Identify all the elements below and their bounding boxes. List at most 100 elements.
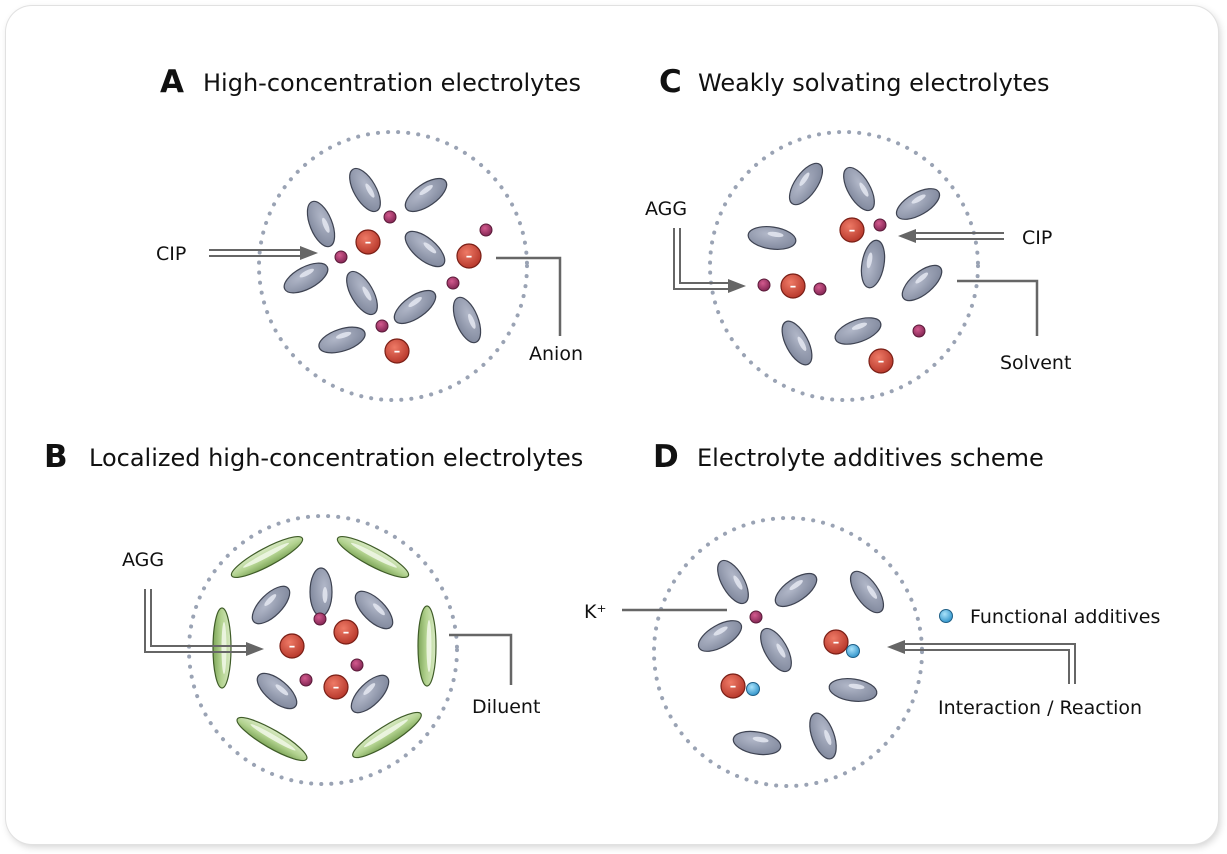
minus-sign: – [849,224,856,239]
diluent-molecule [230,536,304,578]
solvent-molecule [774,572,818,608]
cation [313,612,327,626]
solvent-molecule [788,162,824,206]
agg-label: AGG [122,549,164,571]
anion: – [823,629,849,655]
panel-a-title: High-concentration electrolytes [203,69,581,97]
solvent-molecule [404,177,448,213]
solvent-molecule [256,672,298,710]
solvent-molecule [828,678,878,702]
solvent-molecule [697,620,743,652]
solvent-molecule [760,627,792,673]
solvent-molecule [895,188,941,220]
panel-b: – – – AGG Diluent [122,514,540,786]
electrolyte-diagram: A High-concentration electrolytes C Weak… [44,64,1160,788]
solvent-molecule [306,200,336,248]
functional-additive [746,682,760,696]
functional-additive-legend-icon [939,609,953,623]
agg-arrow [673,228,746,293]
solvent-molecule [350,674,390,714]
panel-a-letter: A [160,64,184,100]
minus-sign: – [333,681,340,696]
diluent-molecule [212,607,232,689]
anion-leader-line [496,256,562,336]
solvent-molecule [346,270,378,316]
anion: – [868,348,894,374]
minus-sign: – [289,640,296,655]
panel-b-title: Localized high-concentration electrolyte… [89,444,583,472]
minus-sign: – [466,250,473,265]
panel-c-letter: C [659,64,682,100]
functional-additive [846,644,860,658]
anion: – [323,674,349,700]
solvent-molecule [318,326,366,354]
minus-sign: – [833,636,840,651]
diluent-molecule [236,716,308,762]
solvent-molecule [781,320,813,366]
solvent-molecules [283,167,482,354]
anion: – [279,633,305,659]
solvent-molecule [404,230,446,268]
cation [757,278,771,292]
solvent-molecule [843,166,875,212]
anion: – [456,243,482,269]
solvent-molecule [849,570,885,614]
solvent-label: Solvent [1000,352,1071,374]
anion: – [720,673,746,699]
interaction-reaction-label: Interaction / Reaction [938,697,1142,719]
cip-label: CIP [1022,227,1052,249]
diluent-molecules [212,536,437,762]
solvent-molecule [717,559,749,605]
solvent-molecule [901,264,943,302]
minus-sign: – [730,680,737,695]
cip-arrow [898,229,1004,243]
panel-d-letter: D [653,439,679,475]
solvent-molecule [452,296,482,344]
solvent-molecule [860,239,886,289]
interaction-arrow [887,640,1076,684]
cip-arrow [209,246,318,260]
cation [383,210,397,224]
solvent-molecule [354,590,394,630]
solvation-boundary [187,514,459,786]
solvation-boundary [652,516,924,788]
cation [446,276,460,290]
anion: – [333,619,359,645]
panel-c-title: Weakly solvating electrolytes [698,69,1050,97]
diluent-leader-line [449,633,513,685]
minus-sign: – [878,355,885,370]
cation [299,673,313,687]
anion-label: Anion [529,343,583,365]
solvent-molecule [732,730,782,756]
cip-label: CIP [156,243,186,265]
solvent-molecule [809,712,837,760]
panel-d: – – K⁺ Functional additives Interaction … [584,516,1160,788]
anion: – [384,338,410,364]
functional-additives-label: Functional additives [970,606,1160,628]
cation [749,610,763,624]
cation [813,282,827,296]
cation [479,223,493,237]
anion: – [780,273,806,299]
minus-sign: – [790,280,797,295]
minus-sign: – [343,626,350,641]
cation [873,218,887,232]
solvent-molecules [251,567,394,714]
cation [912,324,926,338]
diluent-label: Diluent [472,696,540,718]
solvation-boundary [708,130,980,402]
panel-c: – – – AGG CIP Solvent [645,130,1071,402]
solvent-molecule [283,262,329,294]
solvation-boundary [257,130,529,402]
diluent-molecule [417,605,437,687]
solvent-molecules [697,559,885,760]
figure-canvas: A High-concentration electrolytes C Weak… [6,6,1218,844]
solvent-molecule [747,226,797,250]
cation [334,250,348,264]
solvent-molecule [393,289,437,325]
solvent-molecule [309,567,333,617]
cation [350,658,364,672]
solvent-molecules [747,162,943,366]
solvent-molecule [349,167,381,213]
k-label: K⁺ [584,601,607,623]
